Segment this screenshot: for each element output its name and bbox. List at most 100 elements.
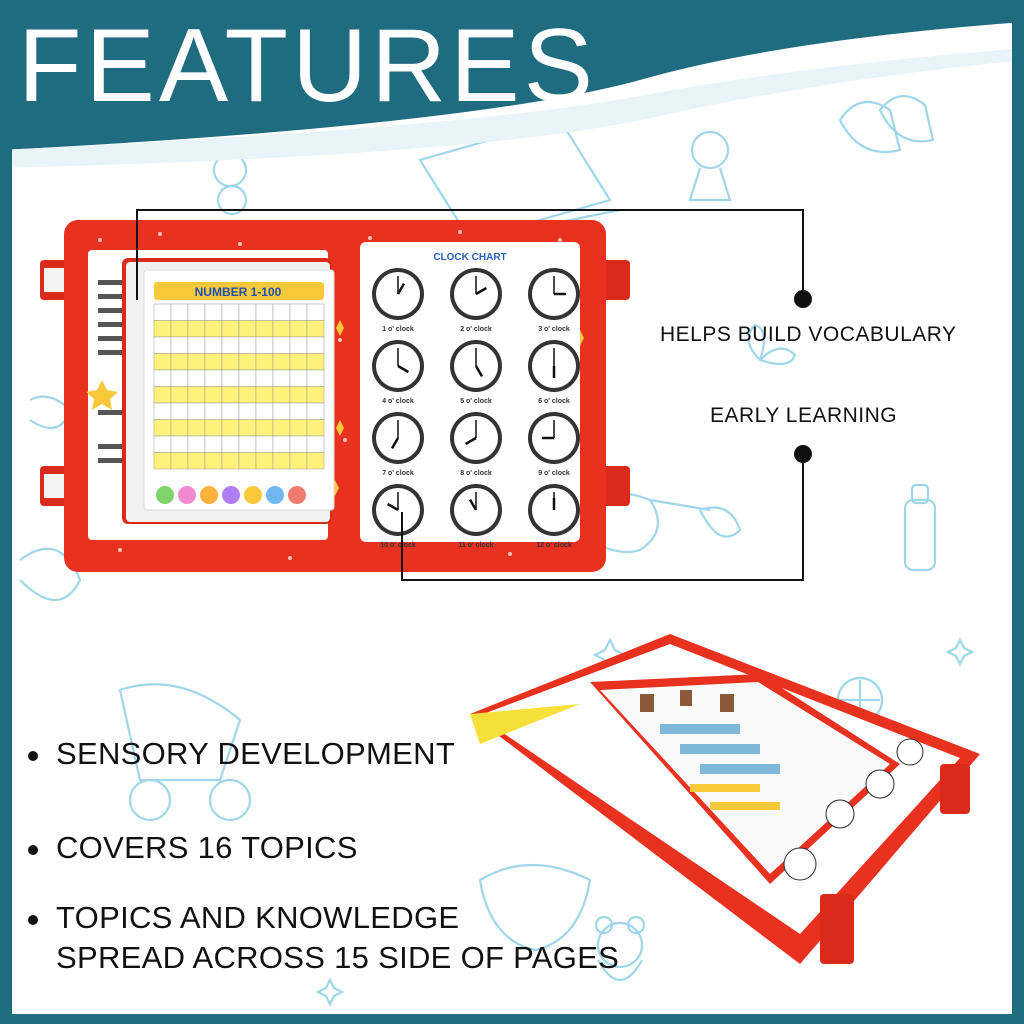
number-grid-cell xyxy=(153,369,172,387)
clock-label: 11 o' clock xyxy=(458,542,493,549)
number-grid-cell xyxy=(221,452,240,470)
clock-face: 4 o' clock xyxy=(372,340,424,405)
number-grid-cell xyxy=(272,336,291,354)
number-grid-cell xyxy=(306,435,325,453)
number-grid-cell xyxy=(153,353,172,371)
number-grid-cell xyxy=(306,336,325,354)
number-grid-cell xyxy=(170,303,189,321)
number-grid-cell xyxy=(187,353,206,371)
number-grid-cell xyxy=(187,435,206,453)
number-page-title: NUMBER 1-100 xyxy=(195,285,282,299)
number-grid-cell xyxy=(187,386,206,404)
number-grid-cell xyxy=(221,320,240,338)
number-grid-cell xyxy=(170,369,189,387)
number-grid-cell xyxy=(170,336,189,354)
number-grid-cell xyxy=(204,386,223,404)
number-grid-cell xyxy=(255,320,274,338)
number-grid-cell xyxy=(306,369,325,387)
number-grid-cell xyxy=(289,419,308,437)
number-grid-cell xyxy=(289,386,308,404)
number-grid-cell xyxy=(170,402,189,420)
bullet-dot xyxy=(28,915,38,925)
number-grid-cell xyxy=(255,435,274,453)
number-grid-cell xyxy=(238,369,257,387)
clock-face: 9 o' clock xyxy=(528,412,580,477)
number-grid-cell xyxy=(187,402,206,420)
bullet-text: COVERS 16 TOPICS xyxy=(56,830,358,865)
number-grid-cell xyxy=(153,419,172,437)
number-grid-cell xyxy=(255,336,274,354)
number-grid-cell xyxy=(289,303,308,321)
number-grid-cell xyxy=(153,336,172,354)
clock-face: 5 o' clock xyxy=(450,340,502,405)
clock-label: 12 o' clock xyxy=(536,542,572,549)
number-grid-cell xyxy=(221,353,240,371)
number-grid-cell xyxy=(255,452,274,470)
number-grid-cell xyxy=(238,435,257,453)
number-grid-cell xyxy=(289,369,308,387)
number-grid-cell xyxy=(255,369,274,387)
bullet-dot xyxy=(28,845,38,855)
number-grid-cell xyxy=(153,320,172,338)
number-grid-cell xyxy=(238,452,257,470)
number-grid-cell xyxy=(272,303,291,321)
number-grid-cell xyxy=(204,336,223,354)
clock-label: 2 o' clock xyxy=(460,326,492,333)
title-band xyxy=(0,0,1024,168)
number-grid-cell xyxy=(272,369,291,387)
number-grid-cell xyxy=(255,303,274,321)
callout-early-learning: EARLY LEARNING xyxy=(710,404,898,427)
number-grid-cell xyxy=(221,303,240,321)
bullet-dot xyxy=(28,751,38,761)
number-grid-cell xyxy=(306,402,325,420)
callout-helps-build-vocabulary: HELPS BUILD VOCABULARY xyxy=(660,323,957,346)
bullet-text: SENSORY DEVELOPMENT xyxy=(56,736,456,771)
number-grid-cell xyxy=(272,419,291,437)
number-grid-cell xyxy=(221,336,240,354)
number-grid-cell xyxy=(170,386,189,404)
number-grid-cell xyxy=(272,386,291,404)
number-grid-cell xyxy=(306,353,325,371)
number-grid-cell xyxy=(187,303,206,321)
clock-label: 1 o' clock xyxy=(382,326,414,333)
number-grid-cell xyxy=(204,435,223,453)
number-grid-cell xyxy=(221,435,240,453)
number-grid-cell xyxy=(238,353,257,371)
frame-right xyxy=(1012,0,1024,1024)
number-grid-cell xyxy=(221,402,240,420)
number-grid-cell xyxy=(238,386,257,404)
number-grid-cell xyxy=(272,402,291,420)
number-grid-cell xyxy=(170,435,189,453)
bullet-sensory-development: SENSORY DEVELOPMENT xyxy=(28,734,455,774)
clock-page-title: CLOCK CHART xyxy=(433,252,506,263)
clock-label: 7 o' clock xyxy=(382,470,414,477)
clock-label: 6 o' clock xyxy=(538,398,570,405)
number-grid-cell xyxy=(306,419,325,437)
number-grid-cell xyxy=(170,320,189,338)
number-grid-cell xyxy=(153,452,172,470)
number-grid-cell xyxy=(306,303,325,321)
number-grid-cell xyxy=(204,320,223,338)
number-grid-cell xyxy=(204,353,223,371)
clock-label: 9 o' clock xyxy=(538,470,570,477)
frame-bottom xyxy=(0,1014,1024,1024)
bullet-covers-topics: COVERS 16 TOPICS xyxy=(28,828,358,868)
number-grid-cell xyxy=(153,386,172,404)
number-grid-cell xyxy=(221,369,240,387)
clock-face: 6 o' clock xyxy=(528,340,580,405)
number-grid-cell xyxy=(238,303,257,321)
number-grid-cell xyxy=(204,402,223,420)
number-grid-cell xyxy=(170,452,189,470)
number-grid-cell xyxy=(289,336,308,354)
number-grid-cell xyxy=(238,320,257,338)
number-grid-cell xyxy=(255,402,274,420)
stacked-fabric-book-image xyxy=(470,634,980,964)
number-grid-cell xyxy=(306,386,325,404)
number-grid-cell xyxy=(221,419,240,437)
number-grid-cell xyxy=(204,452,223,470)
number-grid-cell xyxy=(187,452,206,470)
number-grid-cell xyxy=(204,369,223,387)
